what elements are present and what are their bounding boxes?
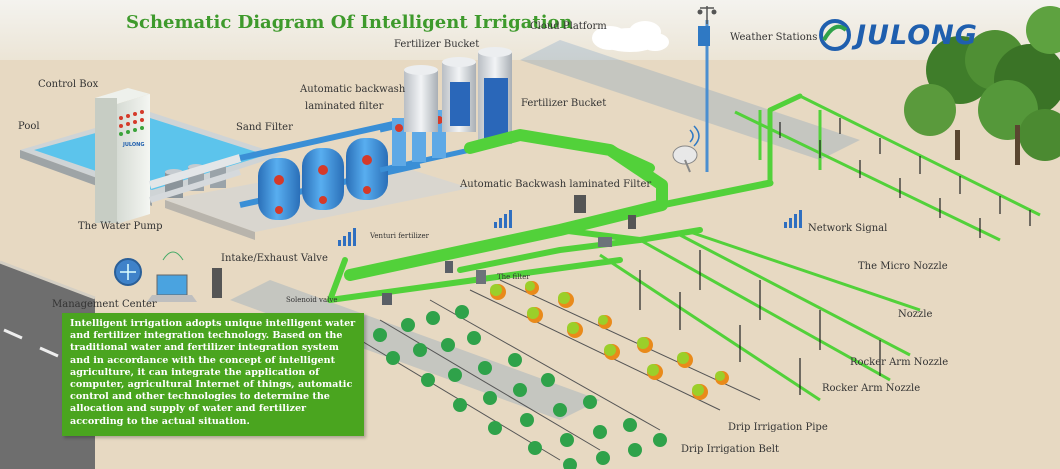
label-fertilizer-bucket-right: Fertilizer Bucket: [521, 98, 607, 109]
label-backwash-filter-pipe: Automatic Backwash laminated Filter: [460, 179, 652, 190]
label-venturi-fertilizer: Venturi fertilizer: [370, 232, 429, 240]
label-pool: Pool: [18, 121, 40, 132]
label-water-pump: The Water Pump: [78, 221, 163, 232]
label-backwash-filter-2: laminated filter: [305, 101, 384, 112]
label-drip-irrigation-belt: Drip Irrigation Belt: [681, 444, 779, 455]
logo-text: JULONG: [856, 19, 978, 51]
satellite-dish-icon: [672, 125, 700, 173]
valves: [382, 195, 636, 305]
fertilizer-bucket: [404, 47, 512, 144]
label-intake-exhaust-valve: Intake/Exhaust Valve: [221, 253, 328, 264]
label-management-center: Management Center: [52, 299, 157, 310]
sand-filter: [239, 115, 421, 220]
weather-station-icon: [697, 6, 717, 172]
label-backwash-filter-1: Automatic backwash: [300, 84, 406, 95]
label-network-signal: Network Signal: [808, 223, 888, 234]
label-micro-nozzle: The Micro Nozzle: [858, 261, 948, 272]
label-fertilizer-bucket-top: Fertilizer Bucket: [394, 39, 480, 50]
main-pipeline: [327, 93, 803, 303]
label-cloud-platform: Cloud Platform: [530, 21, 607, 32]
sprinkler-lines: [599, 94, 1041, 402]
vegetable-plants: [373, 305, 667, 469]
label-rocker-arm-nozzle-1: Rocker Arm Nozzle: [850, 357, 949, 368]
label-control-box: Control Box: [38, 79, 99, 90]
julong-logo-icon: [819, 19, 851, 51]
control-box-brand: JULONG: [122, 142, 144, 148]
young-trees: [490, 281, 729, 400]
label-the-filter: The filter: [497, 273, 530, 281]
cloud-platform-icon: [592, 21, 669, 52]
control-box: JULONG: [95, 88, 150, 224]
water-pump: [148, 154, 242, 203]
label-drip-irrigation-pipe: Drip Irrigation Pipe: [728, 422, 828, 433]
label-weather-stations: Weather Stations: [730, 32, 818, 43]
description-box: Intelligent irrigation adopts unique int…: [62, 313, 364, 436]
management-center-icon: [114, 251, 222, 302]
julong-logo: JULONG: [818, 16, 978, 54]
trees-background: [904, 6, 1060, 165]
label-nozzle: Nozzle: [898, 309, 933, 320]
label-rocker-arm-nozzle-2: Rocker Arm Nozzle: [822, 383, 921, 394]
network-signal-icon: [338, 210, 802, 246]
label-sand-filter: Sand Filter: [236, 122, 293, 133]
label-solenoid-valve: Solenoid valve: [286, 296, 338, 304]
diagram-title: Schematic Diagram Of Intelligent Irrigat…: [126, 12, 573, 33]
micro-nozzles: [639, 118, 1031, 395]
